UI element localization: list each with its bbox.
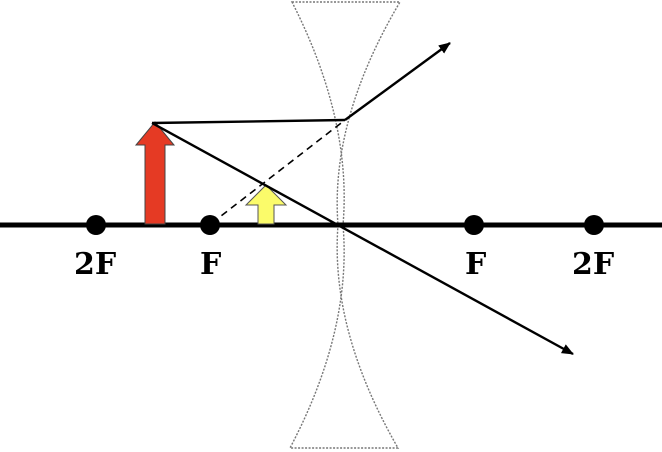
focal-point-f-left	[200, 215, 220, 235]
label-f-left: F	[200, 247, 222, 282]
focal-point-2f-left	[86, 215, 106, 235]
focal-point-2f-right	[584, 215, 604, 235]
label-f-right: F	[465, 247, 487, 282]
ray-parallel	[151, 118, 346, 125]
ray-virtual-extension	[211, 119, 346, 224]
object-arrow	[134, 121, 176, 225]
focal-point-f-right	[464, 215, 484, 235]
concave-lens	[288, 1, 402, 449]
image-arrow	[244, 184, 288, 225]
label-2f-left: 2F	[74, 247, 117, 282]
label-2f-right: 2F	[572, 247, 615, 282]
ray-through-center	[151, 121, 574, 356]
ray-diverging	[344, 42, 451, 121]
